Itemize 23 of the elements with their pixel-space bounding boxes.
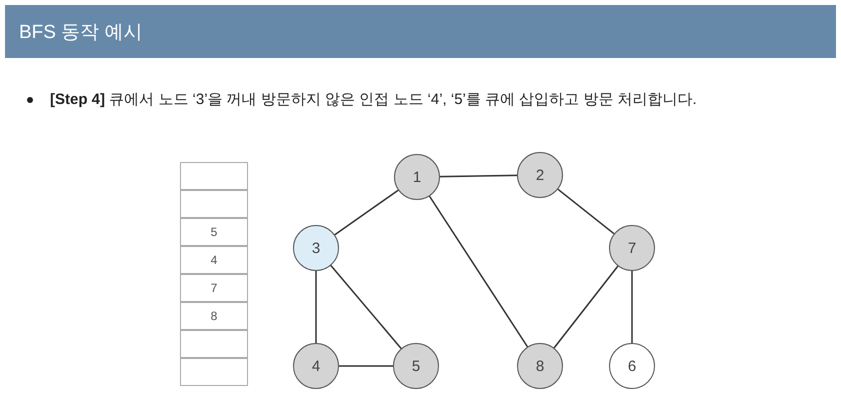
- edge-line: [554, 266, 618, 348]
- graph-node: 5: [393, 343, 439, 389]
- graph-node: 1: [394, 154, 440, 200]
- graph-node: 6: [609, 343, 655, 389]
- edge-line: [558, 188, 614, 234]
- edge-line: [339, 365, 393, 367]
- title-bar: BFS 동작 예시: [5, 5, 836, 58]
- edge-line: [330, 265, 402, 349]
- queue-cell: 8: [180, 302, 248, 330]
- step-description: [Step 4] 큐에서 노드 ‘3’을 꺼내 방문하지 않은 인접 노드 ‘4’, ‘5’를 큐에 삽입하고 방문 처리합니다.: [50, 90, 697, 109]
- queue-cell: 4: [180, 246, 248, 274]
- graph-node: 7: [609, 225, 655, 271]
- edge-line: [334, 190, 399, 236]
- graph-node: 3: [293, 225, 339, 271]
- queue-cell: 5: [180, 218, 248, 246]
- edge-line: [428, 196, 528, 348]
- edge-line: [440, 174, 518, 178]
- edge-line: [631, 271, 633, 343]
- graph-node: 4: [293, 343, 339, 389]
- queue-cell: 7: [180, 274, 248, 302]
- edge-line: [315, 271, 317, 343]
- graph-node: 8: [517, 343, 563, 389]
- graph-node: 2: [517, 152, 563, 198]
